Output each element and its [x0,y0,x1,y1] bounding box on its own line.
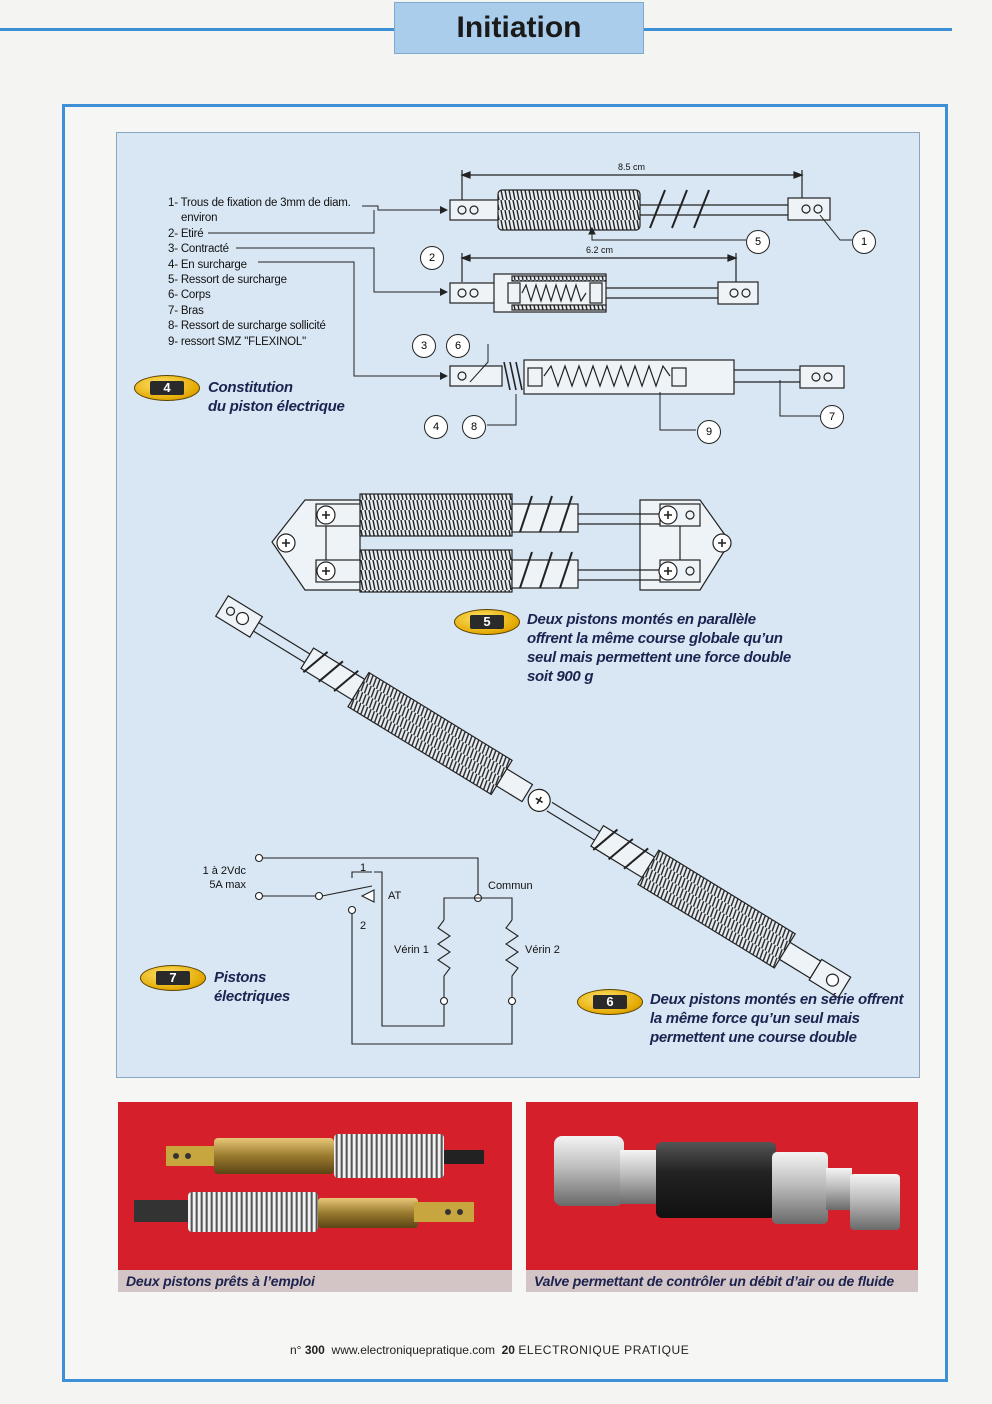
callout-2: 2 [420,246,444,270]
piston-contracted [449,253,759,313]
publication-name: ELECTRONIQUE PRATIQUE [518,1343,690,1357]
valve-photo-image [526,1102,918,1292]
circuit-schematic [254,853,519,1045]
supply-label: 1 à 2Vdc 5A max [202,865,246,891]
figure5-badge: 5 [454,609,520,635]
legend-item-4: 4- En surcharge [168,258,247,271]
figure7-caption: Pistons électriques [214,969,290,1005]
header-rule-left [0,28,394,31]
legend-item-5: 5- Ressort de surcharge [168,274,287,287]
legend-item-6: 6- Corps [168,289,211,302]
legend-item-2: 2- Etiré [168,227,204,240]
callout-3: 3 [412,334,436,358]
legend-item-3: 3- Contracté [168,243,229,256]
figure7-badge: 7 [140,965,206,991]
pistons-photo-image [118,1102,512,1292]
figure4-legend: 1- Trous de fixation de 3mm de diam. env… [168,196,351,350]
header-rule-right [642,28,952,31]
photo-pistons: Deux pistons prêts à l’emploi [118,1102,512,1292]
photo-valve: Valve permettant de contrôler un débit d… [526,1102,918,1292]
callout-7: 7 [820,405,844,429]
verin2-label: Vérin 2 [525,944,560,956]
callout-1: 1 [852,230,876,254]
verin1-label: Vérin 1 [394,944,429,956]
callout-8: 8 [462,415,486,439]
callout-4: 4 [424,415,448,439]
figure6-caption: Deux pistons montés en série offrent la … [650,991,904,1046]
legend-item-1-cont: environ [181,212,218,225]
parallel-pistons [271,493,732,593]
footer-url: www.electroniquepratique.com [331,1343,495,1357]
photo-pistons-caption: Deux pistons prêts à l’emploi [118,1270,512,1292]
section-title: Initiation [394,2,644,54]
dimension-top-label: 8.5 cm [618,162,646,172]
legend-item-1: 1- Trous de fixation de 3mm de diam. [168,197,351,209]
switch-pos1: 1 [360,862,367,874]
page-footer: n° 300 www.electroniquepratique.com 20 E… [290,1343,689,1357]
callout-9: 9 [697,420,721,444]
issue-number: 300 [304,1343,325,1357]
switch-pos2: 2 [360,920,367,932]
switch-label: AT [388,890,402,902]
piston-stretched [449,170,831,231]
common-label: Commun [488,880,533,892]
legend-item-7: 7- Bras [168,304,204,317]
piston-overload [449,359,845,395]
legend-item-8: 8- Ressort de surcharge sollicité [168,320,326,333]
figure5-caption: Deux pistons montés en parallèle offrent… [527,611,791,685]
callout-5: 5 [746,230,770,254]
callout-6: 6 [446,334,470,358]
photo-valve-caption: Valve permettant de contrôler un débit d… [526,1270,918,1292]
figure4-caption: Constitution du piston électrique [208,379,345,415]
figure4-badge: 4 [134,375,200,401]
legend-item-9: 9- ressort SMZ "FLEXINOL" [168,335,306,348]
page-number: 20 [501,1343,515,1357]
issue-prefix: n° [290,1343,302,1357]
dimension-mid-label: 6.2 cm [586,245,614,255]
figure6-badge: 6 [577,989,643,1015]
series-pistons [214,594,852,999]
